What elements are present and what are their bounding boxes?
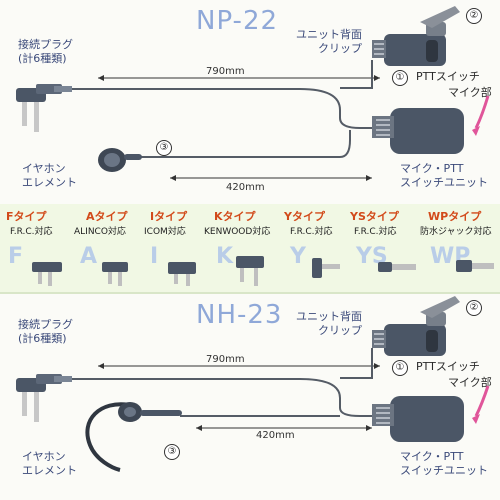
type-wp-name: WPタイプ bbox=[428, 210, 482, 223]
type-i-desc: ICOM対応 bbox=[144, 227, 186, 237]
type-i-plug-icon bbox=[168, 262, 196, 286]
type-y-plug-icon bbox=[312, 258, 340, 278]
type-k-plug-icon bbox=[236, 256, 264, 286]
plug-types-band bbox=[0, 204, 500, 292]
np22-length-420: 420mm bbox=[226, 182, 265, 193]
type-a-desc: ALINCO対応 bbox=[74, 227, 126, 237]
type-y-letter: Y bbox=[290, 244, 306, 269]
type-a-name: Aタイプ bbox=[86, 210, 128, 223]
type-ys-name: YSタイプ bbox=[350, 210, 399, 223]
np22-mic-unit-icon bbox=[372, 108, 464, 154]
np22-unit-label: マイク・PTT スイッチユニット bbox=[400, 162, 488, 189]
nh23-mic-unit-icon bbox=[372, 396, 464, 442]
nh23-marker-3: ③ bbox=[164, 444, 180, 460]
type-a-plug-icon bbox=[102, 262, 128, 286]
type-i-name: Iタイプ bbox=[150, 210, 188, 223]
section-divider bbox=[0, 292, 500, 294]
np22-model-title: NP-22 bbox=[196, 6, 279, 36]
nh23-plug-label: 接続プラグ (計6種類) bbox=[18, 318, 73, 345]
nh23-clip-label: ユニット背面 クリップ bbox=[296, 310, 362, 337]
type-wp-plug-icon bbox=[456, 260, 494, 272]
nh23-mic-part-label: マイク部 bbox=[448, 376, 492, 389]
np22-clip-label: ユニット背面 クリップ bbox=[296, 28, 362, 55]
nh23-marker-2: ② bbox=[466, 300, 482, 316]
type-wp-desc: 防水ジャック対応 bbox=[420, 227, 492, 237]
type-k-desc: KENWOOD対応 bbox=[204, 227, 271, 237]
nh23-plug-icon bbox=[16, 374, 72, 422]
nh23-length-790: 790mm bbox=[206, 354, 245, 365]
np22-marker-3: ③ bbox=[156, 140, 172, 156]
nh23-arrow-icon bbox=[474, 385, 490, 417]
np22-marker-2: ② bbox=[466, 8, 482, 24]
nh23-ptt-switch-label: PTTスイッチ bbox=[416, 360, 480, 373]
type-f-name: Fタイプ bbox=[6, 210, 47, 223]
type-f-letter: F bbox=[8, 244, 24, 269]
nh23-unit-label: マイク・PTT スイッチユニット bbox=[400, 450, 488, 477]
np22-length-790: 790mm bbox=[206, 66, 245, 77]
np22-arrow-icon bbox=[474, 95, 490, 129]
type-y-desc: F.R.C.対応 bbox=[290, 227, 333, 237]
nh23-marker-1: ① bbox=[392, 360, 408, 376]
nh23-length-420: 420mm bbox=[256, 430, 295, 441]
type-f-desc: F.R.C.対応 bbox=[10, 227, 53, 237]
np22-plug-label: 接続プラグ (計6種類) bbox=[18, 38, 73, 65]
np22-plug-icon bbox=[16, 84, 72, 132]
type-k-letter: K bbox=[216, 244, 234, 269]
nh23-clip-unit-icon bbox=[372, 296, 460, 356]
type-a-letter: A bbox=[80, 244, 98, 269]
np22-clip-unit-icon bbox=[372, 6, 460, 66]
np22-ptt-switch-label: PTTスイッチ bbox=[416, 70, 480, 83]
nh23-earphone-label: イヤホン エレメント bbox=[22, 450, 77, 477]
np22-mic-part-label: マイク部 bbox=[448, 86, 492, 99]
np22-marker-1: ① bbox=[392, 70, 408, 86]
type-i-letter: I bbox=[150, 244, 159, 269]
type-f-plug-icon bbox=[32, 262, 62, 286]
nh23-model-title: NH-23 bbox=[196, 300, 283, 330]
type-ys-desc: F.R.C.対応 bbox=[354, 227, 397, 237]
type-k-name: Kタイプ bbox=[214, 210, 256, 223]
np22-earphone-label: イヤホン エレメント bbox=[22, 162, 77, 189]
type-y-name: Yタイプ bbox=[284, 210, 325, 223]
type-ys-plug-icon bbox=[378, 262, 416, 272]
np22-earphone-icon bbox=[98, 148, 142, 172]
nh23-ear-hook-icon bbox=[85, 402, 182, 472]
